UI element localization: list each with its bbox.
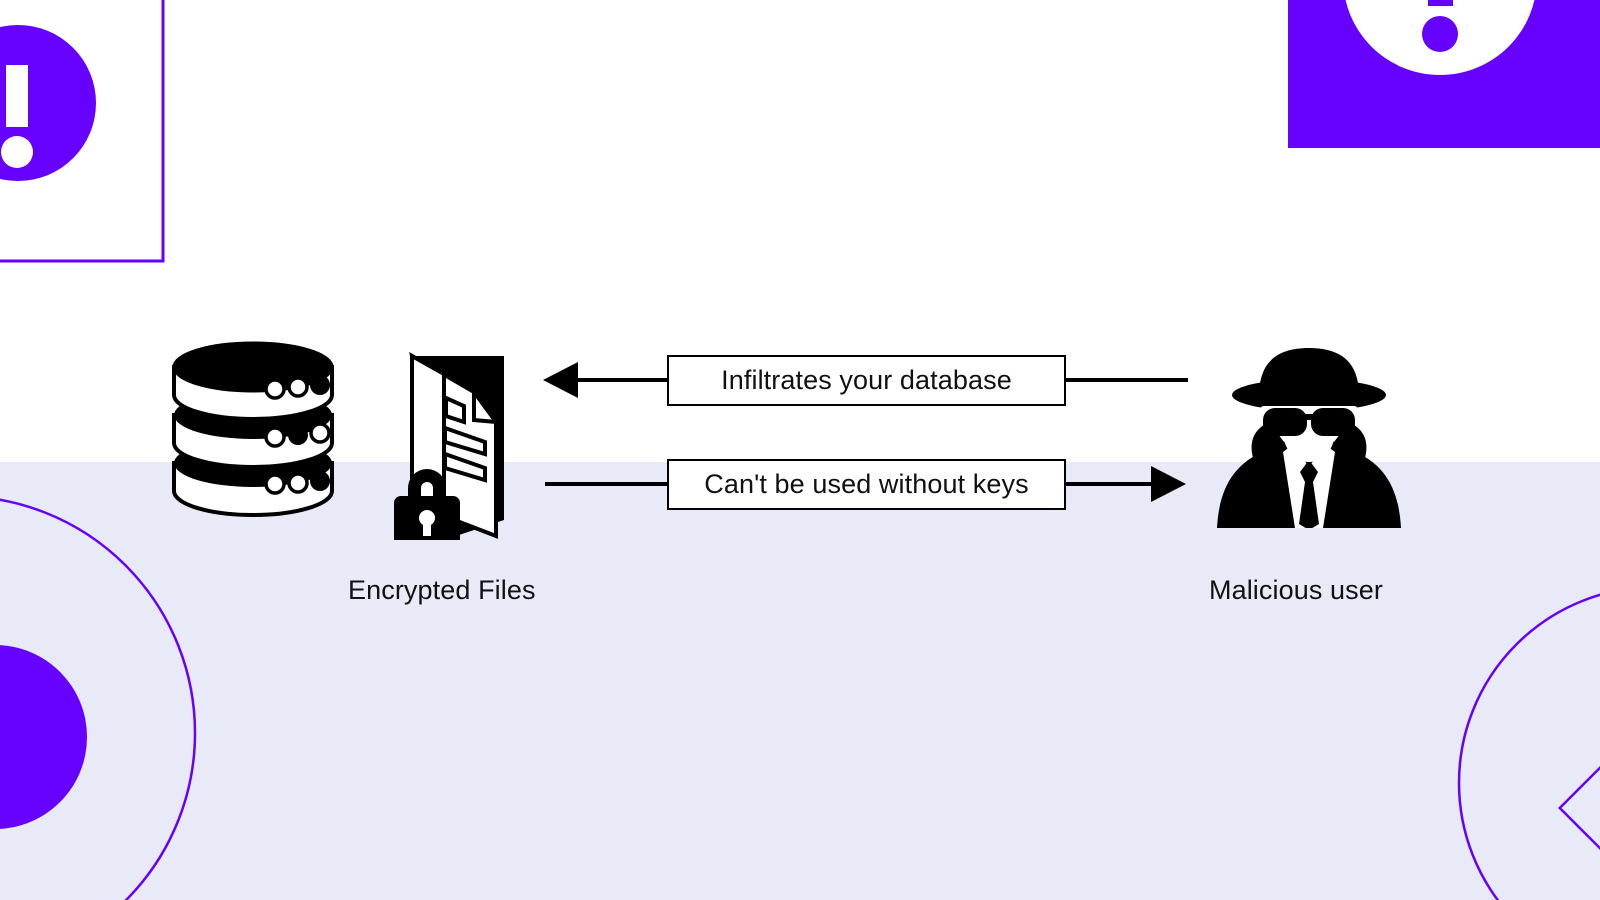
- arrowhead-right: [1151, 466, 1186, 502]
- edge-label-no-keys: Can't be used without keys: [667, 459, 1066, 510]
- arrowhead-left: [543, 362, 578, 398]
- spy-icon: [1213, 338, 1405, 528]
- edge-no-keys: [545, 466, 1186, 502]
- encrypted-files-icon: [386, 350, 531, 540]
- malicious-user-label: Malicious user: [1209, 575, 1383, 605]
- background-bottom-band: [0, 462, 1600, 900]
- edge-infiltrate: [543, 362, 1188, 398]
- database-icon: [168, 341, 338, 531]
- lock-icon: [394, 469, 460, 540]
- sunglasses-icon: [1263, 408, 1355, 436]
- encrypted-files-label: Encrypted Files: [348, 575, 536, 605]
- edge-label-infiltrate: Infiltrates your database: [667, 355, 1066, 406]
